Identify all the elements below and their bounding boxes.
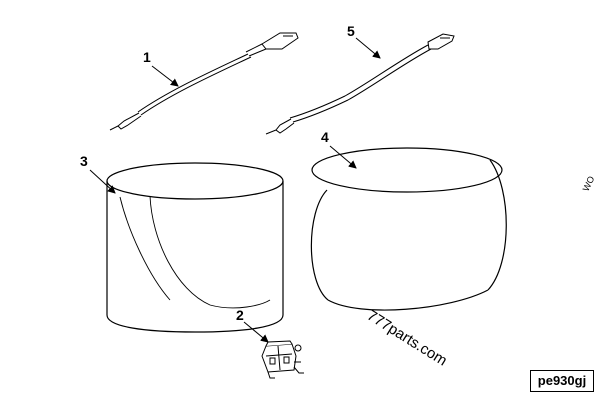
part-2-pins bbox=[267, 361, 304, 379]
leader-arrow-4 bbox=[329, 145, 357, 169]
part-5-connector bbox=[427, 33, 455, 50]
callout-number-3: 3 bbox=[80, 153, 88, 169]
part-5-probe-tip bbox=[275, 118, 295, 134]
part-4-sleeve-cylinder bbox=[310, 147, 507, 311]
leader-arrow-3 bbox=[89, 169, 116, 194]
part-3-rim-front bbox=[106, 314, 284, 333]
part-4-left-face bbox=[310, 189, 329, 301]
edge-mark-text: WO bbox=[581, 175, 597, 193]
part-5-cable bbox=[289, 44, 429, 119]
leader-arrows bbox=[89, 37, 381, 343]
part-1-connector bbox=[261, 32, 299, 50]
part-3-sleeve-ring bbox=[106, 162, 284, 333]
part-4-right-face bbox=[487, 159, 507, 291]
leader-arrow-2 bbox=[243, 321, 269, 343]
part-4-bottom-rim bbox=[327, 289, 489, 311]
part-5-sensor-lead bbox=[265, 33, 455, 135]
part-1-sensor-lead bbox=[109, 32, 299, 131]
watermark-text: 777parts.com bbox=[364, 307, 450, 370]
part-3-inner-wall bbox=[149, 195, 271, 309]
part-1-cable bbox=[137, 53, 249, 113]
figure-code-label: pe930gj bbox=[530, 370, 594, 392]
callout-number-1: 1 bbox=[143, 49, 151, 65]
part-2-bracket-connector bbox=[261, 340, 304, 379]
callout-number-4: 4 bbox=[321, 129, 329, 145]
part-1-probe-tip bbox=[117, 112, 142, 130]
callout-number-5: 5 bbox=[347, 23, 355, 39]
leader-arrow-1 bbox=[151, 65, 179, 87]
callout-number-2: 2 bbox=[236, 307, 244, 323]
leader-arrow-5 bbox=[355, 37, 381, 59]
part-3-rim-back bbox=[106, 162, 284, 200]
part-4-top-rim bbox=[311, 147, 503, 193]
